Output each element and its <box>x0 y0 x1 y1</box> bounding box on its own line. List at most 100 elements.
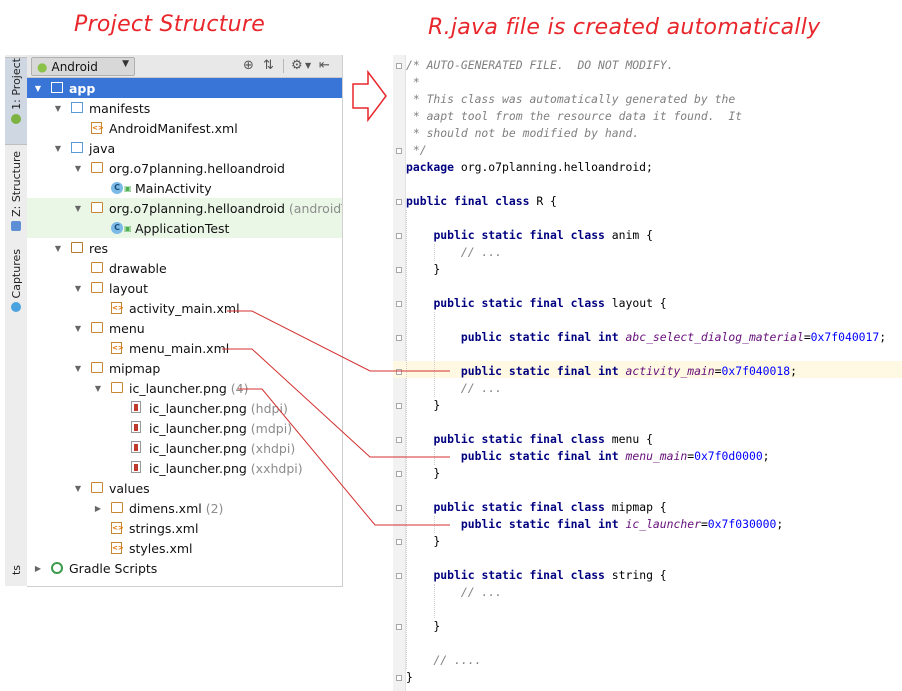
indent-guide <box>434 448 435 465</box>
expand-arrow-icon[interactable]: ▼ <box>54 243 62 253</box>
target-icon[interactable]: ⊕ <box>243 58 254 73</box>
tree-item-label: org.o7planning.helloandroid (androidTest… <box>109 200 342 216</box>
tree-item[interactable]: <>strings.xml <box>27 518 342 538</box>
tab-structure[interactable]: Z: Structure <box>5 151 27 243</box>
tree-item-name: org.o7planning.helloandroid <box>109 160 285 176</box>
collapse-icon[interactable]: ⇅ <box>263 58 274 73</box>
tree-item-label: layout <box>109 281 148 296</box>
tree-item[interactable]: ▼ values <box>27 478 342 498</box>
tree-item[interactable]: ic_launcher.png (xxhdpi) <box>27 458 342 478</box>
tree-item[interactable]: ic_launcher.png (hdpi) <box>27 398 342 418</box>
fold-marker-icon[interactable] <box>396 335 402 341</box>
tree-item[interactable]: <>menu_main.xml <box>27 338 342 358</box>
expand-arrow-icon[interactable]: ▼ <box>94 383 102 393</box>
pin-icon[interactable]: ⇤ <box>319 58 330 73</box>
tab-bottom-label: ts <box>9 565 23 576</box>
fold-marker-icon[interactable] <box>396 675 402 681</box>
tree-item[interactable]: ▶dimens.xml (2) <box>27 498 342 518</box>
package-icon <box>91 162 103 173</box>
fold-marker-icon[interactable] <box>396 539 402 545</box>
code-line: public static final class menu { <box>433 432 653 446</box>
code-line: // ... <box>406 381 503 395</box>
code-editor[interactable]: /* AUTO-GENERATED FILE. DO NOT MODIFY. *… <box>393 55 902 691</box>
tree-item[interactable]: ic_launcher.png (xhdpi) <box>27 438 342 458</box>
gradle-icon <box>51 562 63 574</box>
tab-captures[interactable]: Captures <box>5 249 27 319</box>
fold-marker-icon[interactable] <box>396 573 402 579</box>
tree-item[interactable]: drawable <box>27 258 342 278</box>
fold-marker-icon[interactable] <box>396 369 402 375</box>
tree-item[interactable]: ▼ res <box>27 238 342 258</box>
fold-marker-icon[interactable] <box>396 301 402 307</box>
expand-arrow-icon[interactable]: ▼ <box>54 143 62 153</box>
tree-item-label: app <box>69 81 95 96</box>
tree-item-label: ic_launcher.png (xxhdpi) <box>149 461 303 476</box>
tree-item-label: res <box>89 241 108 256</box>
indent-guide <box>406 210 407 669</box>
class-icon: C <box>111 182 123 194</box>
tree-item[interactable]: ▼ic_launcher.png (4) <box>27 378 342 398</box>
tree-item-qualifier: (androidTest) <box>288 200 342 216</box>
tree-item[interactable]: C▣ApplicationTest <box>27 218 342 238</box>
expand-arrow-icon[interactable]: ▼ <box>74 363 82 373</box>
fold-marker-icon[interactable] <box>396 437 402 443</box>
fold-marker-icon[interactable] <box>396 403 402 409</box>
tab-project[interactable]: 1: Project <box>5 57 27 145</box>
expand-arrow-icon[interactable]: ▼ <box>74 203 82 213</box>
tree-item[interactable]: ▼mipmap <box>27 358 342 378</box>
tree-item-label: ic_launcher.png (hdpi) <box>149 401 288 416</box>
expand-arrow-icon[interactable]: ▼ <box>54 103 62 113</box>
project-toolbar: ● Android ▼ ⊕ ⇅ ⚙ ▼ ⇤ <box>27 55 342 78</box>
collapse-arrow-icon[interactable]: ▶ <box>94 503 102 513</box>
code-line: * should not be modified by hand. <box>406 126 640 140</box>
tree-item[interactable]: <>activity_main.xml <box>27 298 342 318</box>
tree-item-name: res <box>89 240 109 256</box>
code-line: */ <box>406 143 427 157</box>
tree-item[interactable]: ▼ org.o7planning.helloandroid <box>27 158 342 178</box>
fold-marker-icon[interactable] <box>396 471 402 477</box>
tree-item-label: values <box>109 481 150 496</box>
captures-icon <box>11 302 21 313</box>
collapse-arrow-icon[interactable]: ▶ <box>34 563 42 573</box>
tree-item[interactable]: ▼menu <box>27 318 342 338</box>
expand-arrow-icon[interactable]: ▼ <box>74 323 82 333</box>
tree-item-name: manifests <box>89 100 151 116</box>
fold-marker-icon[interactable] <box>396 148 402 154</box>
tree-item-label: manifests <box>89 101 150 116</box>
tree-item[interactable]: ▼ org.o7planning.helloandroid (androidTes… <box>27 198 342 218</box>
gear-icon[interactable]: ⚙ <box>291 58 303 73</box>
tree-item-name: AndroidManifest.xml <box>109 120 238 136</box>
tree-item[interactable]: ic_launcher.png (mdpi) <box>27 418 342 438</box>
png-file-icon <box>131 421 141 433</box>
tree-item[interactable]: ▼ layout <box>27 278 342 298</box>
expand-arrow-icon[interactable]: ▼ <box>34 83 42 93</box>
expand-arrow-icon[interactable]: ▼ <box>74 283 82 293</box>
tree-item[interactable]: ▼ java <box>27 138 342 158</box>
tree-item[interactable]: <>styles.xml <box>27 538 342 558</box>
tree-item[interactable]: ▼ manifests <box>27 98 342 118</box>
tree-item-name: values <box>109 480 150 496</box>
tree-item[interactable]: ▶Gradle Scripts <box>27 558 342 578</box>
fold-marker-icon[interactable] <box>396 233 402 239</box>
folder-icon <box>91 282 103 293</box>
tree-item[interactable]: ▼ app <box>27 78 342 98</box>
gear-dropdown-icon[interactable]: ▼ <box>305 61 312 70</box>
expand-arrow-icon[interactable]: ▼ <box>74 163 82 173</box>
fold-marker-icon[interactable] <box>396 505 402 511</box>
folder-icon <box>91 482 103 493</box>
expand-arrow-icon[interactable]: ▼ <box>74 483 82 493</box>
view-selector[interactable]: ● Android ▼ <box>31 57 135 76</box>
tree-item-name: java <box>89 140 116 156</box>
fold-marker-icon[interactable] <box>396 199 402 205</box>
xml-file-icon: <> <box>111 542 124 554</box>
code-line: public static final class mipmap { <box>433 500 667 514</box>
tree-item[interactable]: C▣MainActivity <box>27 178 342 198</box>
fold-marker-icon[interactable] <box>396 267 402 273</box>
tab-build-variants[interactable]: ts <box>5 565 27 585</box>
fold-marker-icon[interactable] <box>396 63 402 69</box>
fold-marker-icon[interactable] <box>396 624 402 630</box>
tree-item[interactable]: <>AndroidManifest.xml <box>27 118 342 138</box>
tree-item-label: menu_main.xml <box>129 341 229 356</box>
code-line: * This class was automatically generated… <box>406 92 736 106</box>
view-selector-label: Android <box>51 59 98 74</box>
